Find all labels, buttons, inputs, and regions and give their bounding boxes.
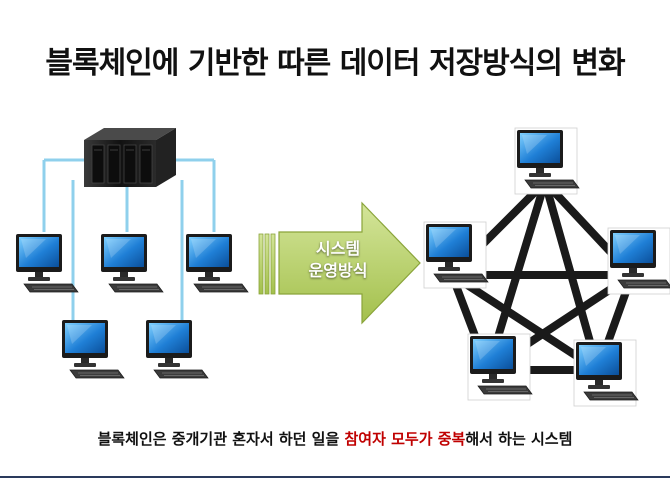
arrow-label-line-2: 운영방식 bbox=[308, 261, 368, 280]
monitor-icon bbox=[100, 233, 164, 293]
arrow-label: 시스템 운영방식 bbox=[283, 238, 393, 282]
caption-highlight: 참여자 모두가 중복 bbox=[344, 430, 466, 448]
block-arrow-icon bbox=[258, 201, 421, 325]
page-title: 블록체인에 기반한 따른 데이터 저장방식의 변화 bbox=[45, 46, 625, 81]
connector-lines bbox=[42, 158, 216, 320]
server-icon bbox=[84, 128, 176, 187]
p2p-network bbox=[423, 127, 670, 407]
monitor-icon bbox=[185, 233, 249, 293]
monitor-icon bbox=[61, 319, 125, 379]
caption-after: 해서 하는 시스템 bbox=[465, 430, 573, 448]
bottom-divider bbox=[0, 476, 670, 478]
caption-before: 블록체인은 중개기관 혼자서 하던 일을 bbox=[97, 430, 345, 448]
monitor-icon bbox=[145, 319, 209, 379]
centralized-system bbox=[15, 128, 249, 379]
arrow-label-line-1: 시스템 bbox=[315, 239, 361, 258]
caption: 블록체인은 중개기관 혼자서 하던 일을 참여자 모두가 중복해서 하는 시스템 bbox=[0, 428, 670, 449]
monitor-icon bbox=[15, 233, 79, 293]
